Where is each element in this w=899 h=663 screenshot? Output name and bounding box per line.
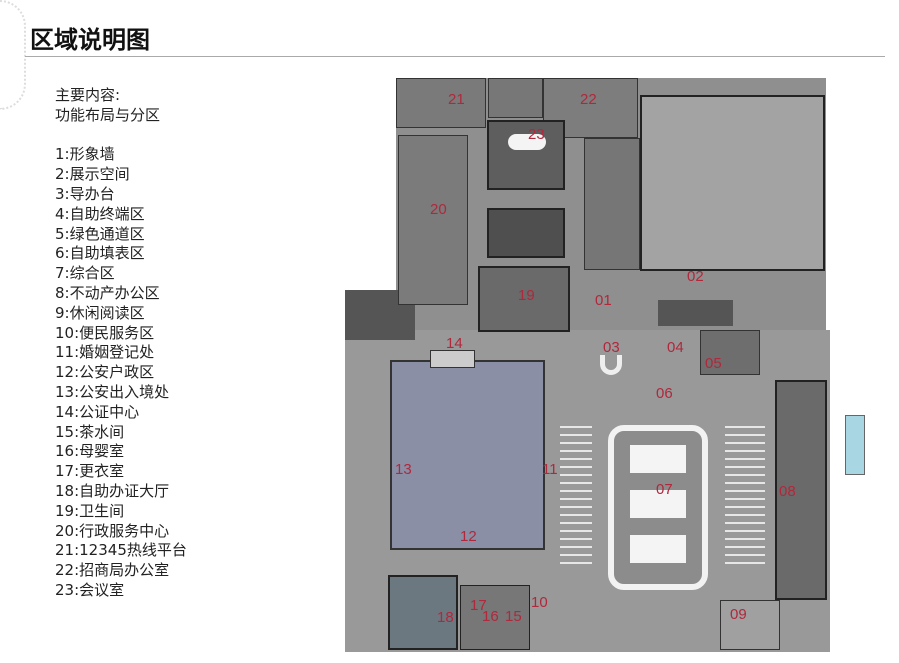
room-02-hall (640, 95, 825, 271)
zone-label-10: 10 (531, 594, 548, 611)
zone-label-03: 03 (603, 339, 620, 356)
legend-item: 9:休闲阅读区 (55, 303, 145, 322)
glass-annex (845, 415, 865, 475)
counter-03 (600, 355, 622, 375)
legend-item: 22:招商局办公室 (55, 561, 170, 580)
room-08 (775, 380, 827, 600)
zone-label-23: 23 (528, 126, 545, 143)
zone-label-04: 04 (667, 339, 684, 356)
zone-label-15: 15 (505, 608, 522, 625)
room-23 (487, 120, 565, 190)
desk-row (630, 445, 686, 473)
legend-item: 3:导办台 (55, 184, 115, 203)
legend-item: 23:会议室 (55, 580, 125, 599)
intro-line: 主要内容: (55, 86, 121, 104)
room-14 (430, 350, 475, 368)
legend-item: 19:卫生间 (55, 501, 125, 520)
zone-label-17: 17 (470, 597, 487, 614)
legend-item: 4:自助终端区 (55, 204, 145, 223)
office-cubicles (584, 138, 640, 270)
zone-label-14: 14 (446, 335, 463, 352)
zone-label-19: 19 (518, 287, 535, 304)
zone-label-01: 01 (595, 292, 612, 309)
room-05 (700, 330, 760, 375)
zone-label-08: 08 (779, 483, 796, 500)
legend-item: 12:公安户政区 (55, 363, 155, 382)
legend-item: 11:婚姻登记处 (55, 343, 155, 362)
legend-item: 7:综合区 (55, 264, 115, 283)
zone-label-20: 20 (430, 201, 447, 218)
legend-item: 2:展示空间 (55, 165, 130, 184)
zone-label-22: 22 (580, 91, 597, 108)
legend-item: 8:不动产办公区 (55, 283, 160, 302)
room-19 (478, 266, 570, 332)
zone-label-02: 02 (687, 268, 704, 285)
legend: 主要内容: 功能布局与分区 1:形象墙 2:展示空间 3:导办台 4:自助终端区… (55, 86, 335, 601)
legend-item: 17:更衣室 (55, 462, 125, 481)
legend-item: 18:自助办证大厅 (55, 481, 170, 500)
room-12-zone (390, 360, 545, 550)
page-title: 区域说明图 (30, 26, 150, 54)
zone-label-13: 13 (395, 461, 412, 478)
zone-label-11: 11 (542, 461, 558, 478)
legend-item: 20:行政服务中心 (55, 521, 170, 540)
intro-line: 功能布局与分区 (55, 105, 161, 124)
legend-item: 10:便民服务区 (55, 323, 155, 342)
room-middle-block (487, 208, 565, 258)
legend-item: 14:公证中心 (55, 402, 140, 421)
zone-label-16: 16 (482, 608, 499, 625)
zone-label-07: 07 (656, 481, 673, 498)
zone-label-09: 09 (730, 606, 747, 623)
zone-label-05: 05 (705, 355, 722, 372)
zone-label-18: 18 (437, 609, 454, 626)
desk-row (630, 535, 686, 563)
room-18 (388, 575, 458, 650)
legend-item: 1:形象墙 (55, 145, 115, 164)
zone-label-21: 21 (448, 91, 465, 108)
seating-11 (560, 420, 592, 570)
legend-item: 13:公安出入境处 (55, 382, 170, 401)
zone-label-12: 12 (460, 528, 477, 545)
room-09 (720, 600, 780, 650)
legend-item: 15:茶水间 (55, 422, 125, 441)
zone-label-06: 06 (656, 385, 673, 402)
legend-item: 6:自助填表区 (55, 244, 145, 263)
seating-right (725, 420, 765, 570)
legend-item: 16:母婴室 (55, 442, 125, 461)
legend-item: 5:绿色通道区 (55, 224, 145, 243)
rooms-15-17 (460, 585, 530, 650)
legend-item: 21:12345热线平台 (55, 541, 187, 560)
room-21 (396, 78, 486, 128)
title-divider (25, 56, 885, 57)
room-20 (398, 135, 468, 305)
conference-table (508, 134, 546, 150)
room-top-middle (488, 78, 543, 118)
desk-row (630, 490, 686, 518)
display-counter (658, 300, 733, 326)
